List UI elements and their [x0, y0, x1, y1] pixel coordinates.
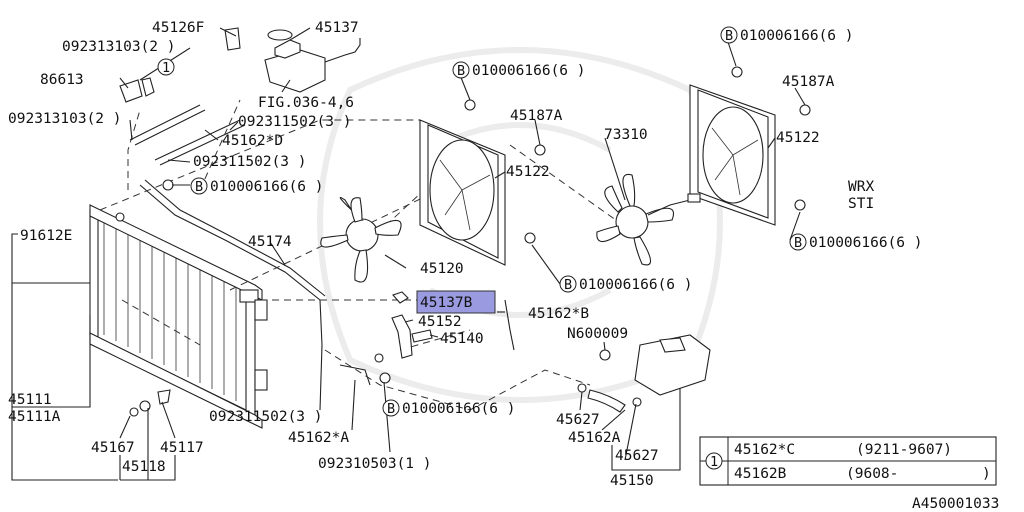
hoses [119, 77, 626, 413]
label-45137: 45137 [315, 20, 359, 36]
b-circle-6 [382, 399, 400, 417]
label-bolt-4: 010006166(6 ) [809, 235, 923, 251]
radiator-drawing [89, 204, 268, 429]
label-bolt-6: 010006166(6 ) [402, 401, 516, 417]
label-45174: 45174 [248, 234, 292, 250]
label-bolt-5: 010006166(6 ) [579, 277, 693, 293]
label-45150: 45150 [610, 473, 654, 489]
label-wrx: WRX [848, 179, 874, 195]
label-45187A-left: 45187A [510, 108, 563, 124]
label-45111A: 45111A [8, 409, 61, 425]
label-73310: 73310 [604, 127, 648, 143]
label-092311502-a: 092311502(3 ) [238, 114, 352, 130]
b-circle-4 [789, 233, 807, 251]
b-circle-5 [559, 275, 577, 293]
label-bolt-1: 010006166(6 ) [210, 179, 324, 195]
b-circle-3 [720, 26, 738, 44]
center-fittings [129, 291, 433, 417]
b-letter-3: B [725, 28, 733, 44]
fan-shroud-right [689, 66, 811, 226]
b-letter-5: B [564, 277, 572, 293]
label-45126F: 45126F [152, 20, 204, 36]
highlight-45137B [416, 290, 496, 314]
label-45122-left: 45122 [506, 164, 550, 180]
b-letter-6: B [387, 401, 395, 417]
label-45140: 45140 [440, 331, 484, 347]
table-ref-circle [705, 452, 723, 470]
label-45120: 45120 [420, 261, 464, 277]
label-45162B-star: 45162*B [528, 306, 589, 322]
b-circle-2 [452, 61, 470, 79]
label-45111: 45111 [8, 392, 52, 408]
label-91612E: 91612E [20, 228, 72, 244]
table-row2-part: 45162B [734, 466, 787, 482]
label-45152: 45152 [418, 314, 462, 330]
label-45627-right: 45627 [615, 448, 659, 464]
label-45118: 45118 [122, 459, 166, 475]
leader-lines [11, 27, 806, 481]
table-row1-part: 45162*C [734, 442, 795, 458]
table-ref-number: 1 [710, 454, 718, 470]
table-row2-range: (9608- [846, 466, 898, 482]
reservoir-tank [224, 27, 361, 93]
label-fig-036: FIG.036-4,6 [258, 95, 354, 111]
label-45162A-star: 45162*A [288, 430, 349, 446]
label-45167: 45167 [91, 440, 135, 456]
label-092311502-b: 092311502(3 ) [193, 154, 307, 170]
b-letter-1: B [195, 179, 203, 195]
label-092310503: 092310503(1 ) [318, 456, 432, 472]
part-labels: 45126F 45137 092313103(2 ) 1 86613 09231… [8, 20, 923, 489]
ref-circle-1 [157, 58, 175, 76]
diagram-code: A450001033 [912, 496, 999, 512]
label-bolt-2: 010006166(6 ) [472, 63, 586, 79]
table-row2-close: ) [982, 466, 991, 482]
label-bolt-3: 010006166(6 ) [740, 28, 854, 44]
ref-circle-1-text: 1 [162, 60, 170, 76]
label-45122-right: 45122 [776, 130, 820, 146]
label-45117: 45117 [160, 440, 204, 456]
cooling-fan-45120 [320, 196, 402, 283]
b-circle-1 [190, 177, 208, 195]
label-86613: 86613 [40, 72, 84, 88]
label-45162A: 45162A [568, 430, 621, 446]
table-row1-range: (9211-9607) [856, 442, 952, 458]
applicability-table: 1 45162*C (9211-9607) 45162B (9608- ) [699, 436, 997, 486]
cooling-fan-73310 [596, 173, 701, 266]
overflow-tank [577, 334, 711, 407]
label-45162D: 45162*D [222, 133, 283, 149]
label-45187A-right: 45187A [782, 74, 835, 90]
label-N600009: N600009 [567, 326, 628, 342]
label-092313103-left: 092313103(2 ) [8, 111, 122, 127]
label-sti: STI [848, 196, 874, 212]
label-45627-left: 45627 [556, 412, 600, 428]
label-45137B: 45137B [420, 295, 473, 311]
label-092311502-c: 092311502(3 ) [209, 409, 323, 425]
fan-shroud-left [162, 99, 546, 266]
b-letter-4: B [794, 235, 802, 251]
label-092313103-top: 092313103(2 ) [62, 39, 176, 55]
b-letter-2: B [457, 63, 465, 79]
